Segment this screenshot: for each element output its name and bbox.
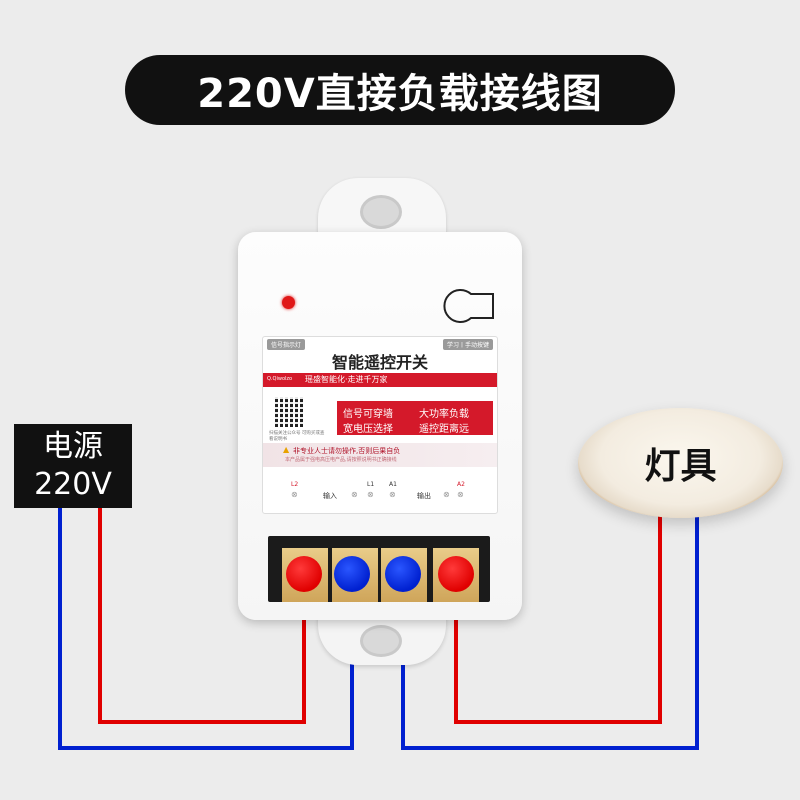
- feature-item: 大功率负载: [419, 409, 469, 420]
- output-label: 输出: [417, 492, 431, 500]
- qr-code-pattern: [275, 397, 305, 427]
- terminal-screw-live-out: [438, 556, 474, 592]
- device-slogan: 瑶盛智能化·走进千万家: [305, 375, 388, 384]
- brand-logo: Q.Qiwolzo: [267, 376, 293, 382]
- warning-triangle-icon: ▲: [283, 445, 290, 454]
- terminal-l1: L1: [367, 481, 375, 488]
- warning-text: 非专业人士请勿操作,否则后果自负: [293, 447, 401, 455]
- lamp-symbol-icon: ⊗: [351, 490, 358, 499]
- feature-item: 遥控距离远: [419, 424, 469, 435]
- feature-item: 信号可穿墙: [343, 409, 393, 420]
- ceiling-lamp: 灯具: [578, 408, 783, 518]
- device-name: 智能遥控开关: [331, 353, 428, 372]
- warning-subtext: 本产品属于强电高压电产品,请按照说明书正确接线: [285, 457, 397, 463]
- lamp-symbol-icon: ⊗: [389, 490, 396, 499]
- lamp-symbol-icon: ⊗: [367, 490, 374, 499]
- terminal-a1: A1: [389, 481, 397, 488]
- wire-lamp-live: [454, 516, 662, 724]
- mount-hole-top: [360, 195, 402, 229]
- feature-item: 宽电压选择: [343, 424, 393, 435]
- page-title: 220V直接负载接线图: [197, 71, 603, 117]
- features-box: 信号可穿墙 大功率负载 宽电压选择 遥控距离远: [337, 401, 493, 435]
- tag-signal-light: 信号指示灯: [267, 339, 306, 350]
- terminal-screw-live-in: [286, 556, 322, 592]
- title-banner: 220V直接负载接线图: [125, 55, 675, 125]
- lamp-label: 灯具: [644, 446, 717, 487]
- warning-band: ▲ 非专业人士请勿操作,否则后果自负 本产品属于强电高压电产品,请按照说明书正确…: [263, 443, 497, 467]
- terminal-l2: L2: [291, 481, 299, 488]
- terminal-screw-neutral-out: [385, 556, 421, 592]
- input-label: 输入: [323, 492, 337, 500]
- slogan-band: 瑶盛智能化·走进千万家: [263, 373, 497, 387]
- lamp-symbol-icon: ⊗: [443, 490, 450, 499]
- power-source-name: 电源: [43, 429, 103, 464]
- red-led-icon: [282, 296, 295, 309]
- terminal-screw-neutral-in: [334, 556, 370, 592]
- terminal-a2: A2: [457, 481, 465, 488]
- tag-learn-button: 学习丨手动按键: [442, 339, 493, 350]
- mount-hole-bottom: [360, 625, 402, 657]
- qr-caption: 扫描关注公众号 可购买或查看说明书: [269, 431, 325, 442]
- device-label: 信号指示灯 学习丨手动按键 智能遥控开关 瑶盛智能化·走进千万家 Q.Qiwol…: [262, 336, 498, 514]
- terminal-legend: L2 ⊗ 输入 ⊗ L1 ⊗ A1 ⊗ 输出 ⊗ A2 ⊗: [263, 477, 497, 513]
- lamp-symbol-icon: ⊗: [291, 490, 298, 499]
- learn-button-icon[interactable]: [437, 285, 495, 327]
- power-source-label: 电源 220V: [14, 424, 132, 508]
- lamp-symbol-icon: ⊗: [457, 490, 464, 499]
- wire-source-live: [98, 508, 306, 724]
- power-source-voltage: 220V: [34, 467, 112, 502]
